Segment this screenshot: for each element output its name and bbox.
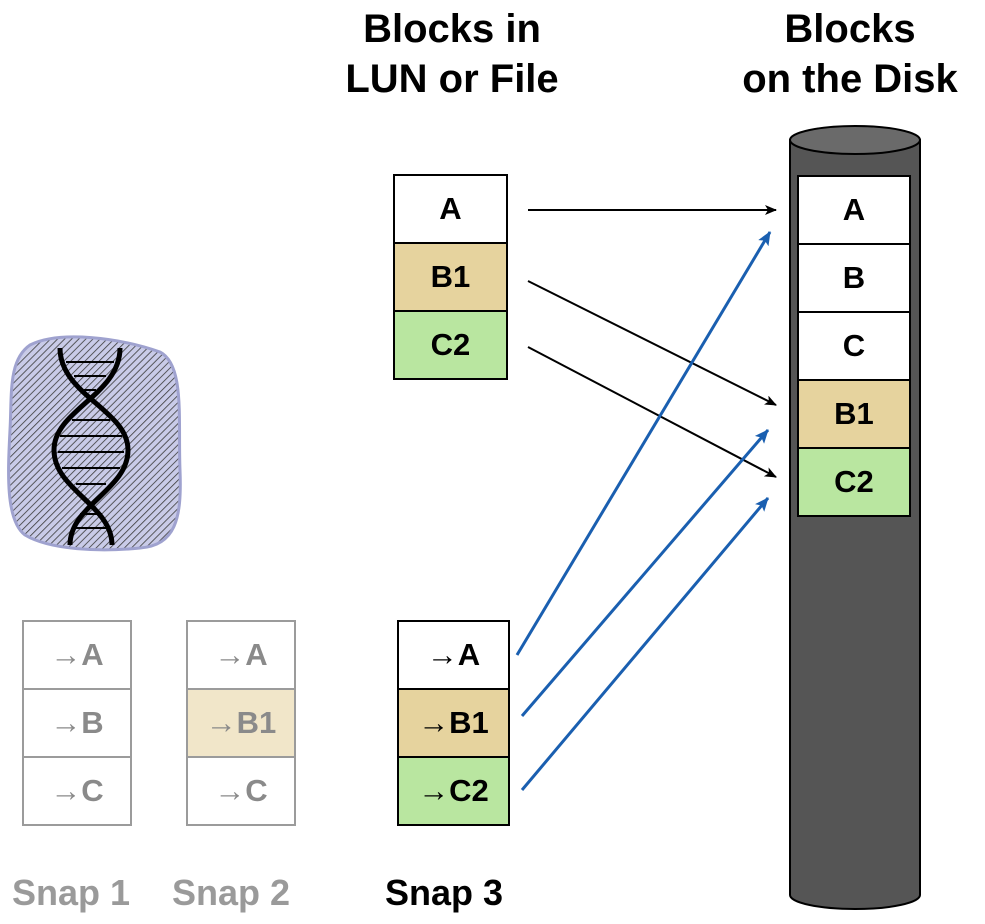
lun-block-c2: C2 xyxy=(393,310,508,380)
disk-block-b1: B1 xyxy=(797,379,911,449)
snap1-pointer-stack: →A →B →C xyxy=(22,620,132,826)
arrow-snap3-b1-to-disk-b1 xyxy=(520,429,770,717)
snap1-pointer-a: →A xyxy=(22,620,132,690)
snap2-pointer-stack: →A →B1 →C xyxy=(186,620,296,826)
snap3-pointer-c2: →C2 xyxy=(397,756,510,826)
lun-heading: Blocks in LUN or File xyxy=(292,4,612,104)
snap2-pointer-c: →C xyxy=(186,756,296,826)
lun-block-a: A xyxy=(393,174,508,244)
lun-heading-line2: LUN or File xyxy=(345,57,559,101)
snap2-label: Snap 2 xyxy=(172,872,291,913)
lun-block-b1: B1 xyxy=(393,242,508,312)
snap2-pointer-b1: →B1 xyxy=(186,688,296,758)
disk-block-b: B xyxy=(797,243,911,313)
arrow-snap3-a-to-disk-a xyxy=(515,231,772,656)
snap1-label: Snap 1 xyxy=(12,872,131,913)
disk-heading-line1: Blocks xyxy=(784,7,916,51)
lun-block-stack: A B1 C2 xyxy=(393,174,508,380)
snap3-pointer-stack: →A →B1 →C2 xyxy=(397,620,510,826)
snap3-label: Snap 3 xyxy=(385,872,504,913)
disk-block-c2: C2 xyxy=(797,447,911,517)
disk-block-stack: A B C B1 C2 xyxy=(797,175,911,517)
snap3-pointer-a: →A xyxy=(397,620,510,690)
snap1-pointer-b: →B xyxy=(22,688,132,758)
lun-heading-line1: Blocks in xyxy=(363,7,541,51)
disk-heading-line2: on the Disk xyxy=(742,57,958,101)
snap2-pointer-a: →A xyxy=(186,620,296,690)
disk-heading: Blocks on the Disk xyxy=(690,4,985,104)
arrow-snap3-c2-to-disk-c2 xyxy=(520,497,770,791)
arrow-lun-c2-to-disk-c2 xyxy=(527,346,777,478)
snap1-pointer-c: →C xyxy=(22,756,132,826)
arrow-lun-b1-to-disk-b1 xyxy=(527,280,777,406)
